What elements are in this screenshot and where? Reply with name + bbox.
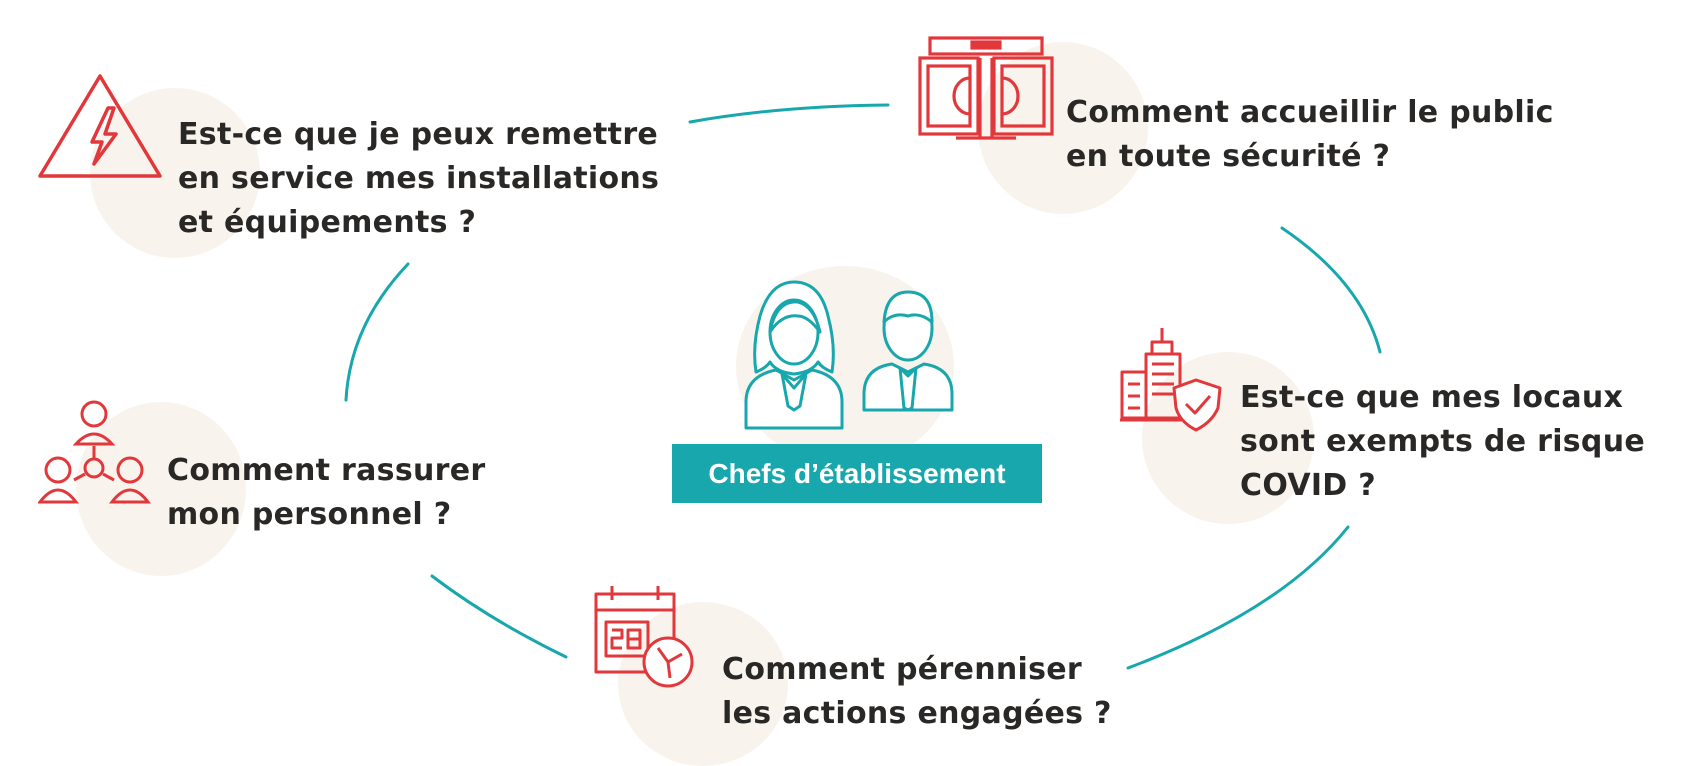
business-people-icon (744, 280, 954, 430)
arc-actions-personnel (430, 574, 568, 659)
blob-personnel (76, 402, 246, 576)
blob-locaux (1142, 352, 1314, 524)
blob-actions (618, 602, 788, 766)
question-personnel-line-1: Comment rassurer (167, 453, 486, 488)
arc-locaux-actions (1126, 525, 1350, 670)
question-installations-line-1: Est-ce que je peux remettre (178, 117, 659, 152)
security-gate-icon (918, 36, 1054, 140)
question-actions: Comment pérenniser les actions engagées … (722, 648, 1112, 736)
question-personnel: Comment rassurer mon personnel ? (167, 449, 485, 537)
question-locaux: Est-ce que mes locaux sont exempts de ri… (1240, 376, 1645, 508)
team-network-icon (38, 400, 152, 504)
question-installations-line-3: et équipements ? (178, 205, 477, 240)
arc-public-locaux (1280, 226, 1382, 354)
question-locaux-line-3: COVID ? (1240, 468, 1376, 503)
question-installations: Est-ce que je peux remettre en service m… (178, 113, 659, 245)
arc-installations-public (688, 103, 890, 124)
question-public-line-2: en toute sécurité ? (1066, 139, 1391, 174)
arc-personnel-installations (344, 262, 410, 402)
question-personnel-line-2: mon personnel ? (167, 497, 452, 532)
building-shield-icon (1120, 328, 1222, 432)
question-public: Comment accueillir le public en toute sé… (1066, 91, 1554, 179)
question-actions-line-2: les actions engagées ? (722, 696, 1112, 731)
question-locaux-line-2: sont exempts de risque (1240, 424, 1646, 459)
question-locaux-line-1: Est-ce que mes locaux (1240, 380, 1624, 415)
blob-installations (90, 88, 260, 258)
blob-public (978, 42, 1148, 214)
calendar-clock-icon (594, 586, 694, 688)
center-role-label: Chefs d’établissement (672, 444, 1042, 503)
question-installations-line-2: en service mes installations (178, 161, 660, 196)
question-public-line-1: Comment accueillir le public (1066, 95, 1554, 130)
high-voltage-warning-icon (38, 74, 162, 178)
question-actions-line-1: Comment pérenniser (722, 652, 1082, 687)
